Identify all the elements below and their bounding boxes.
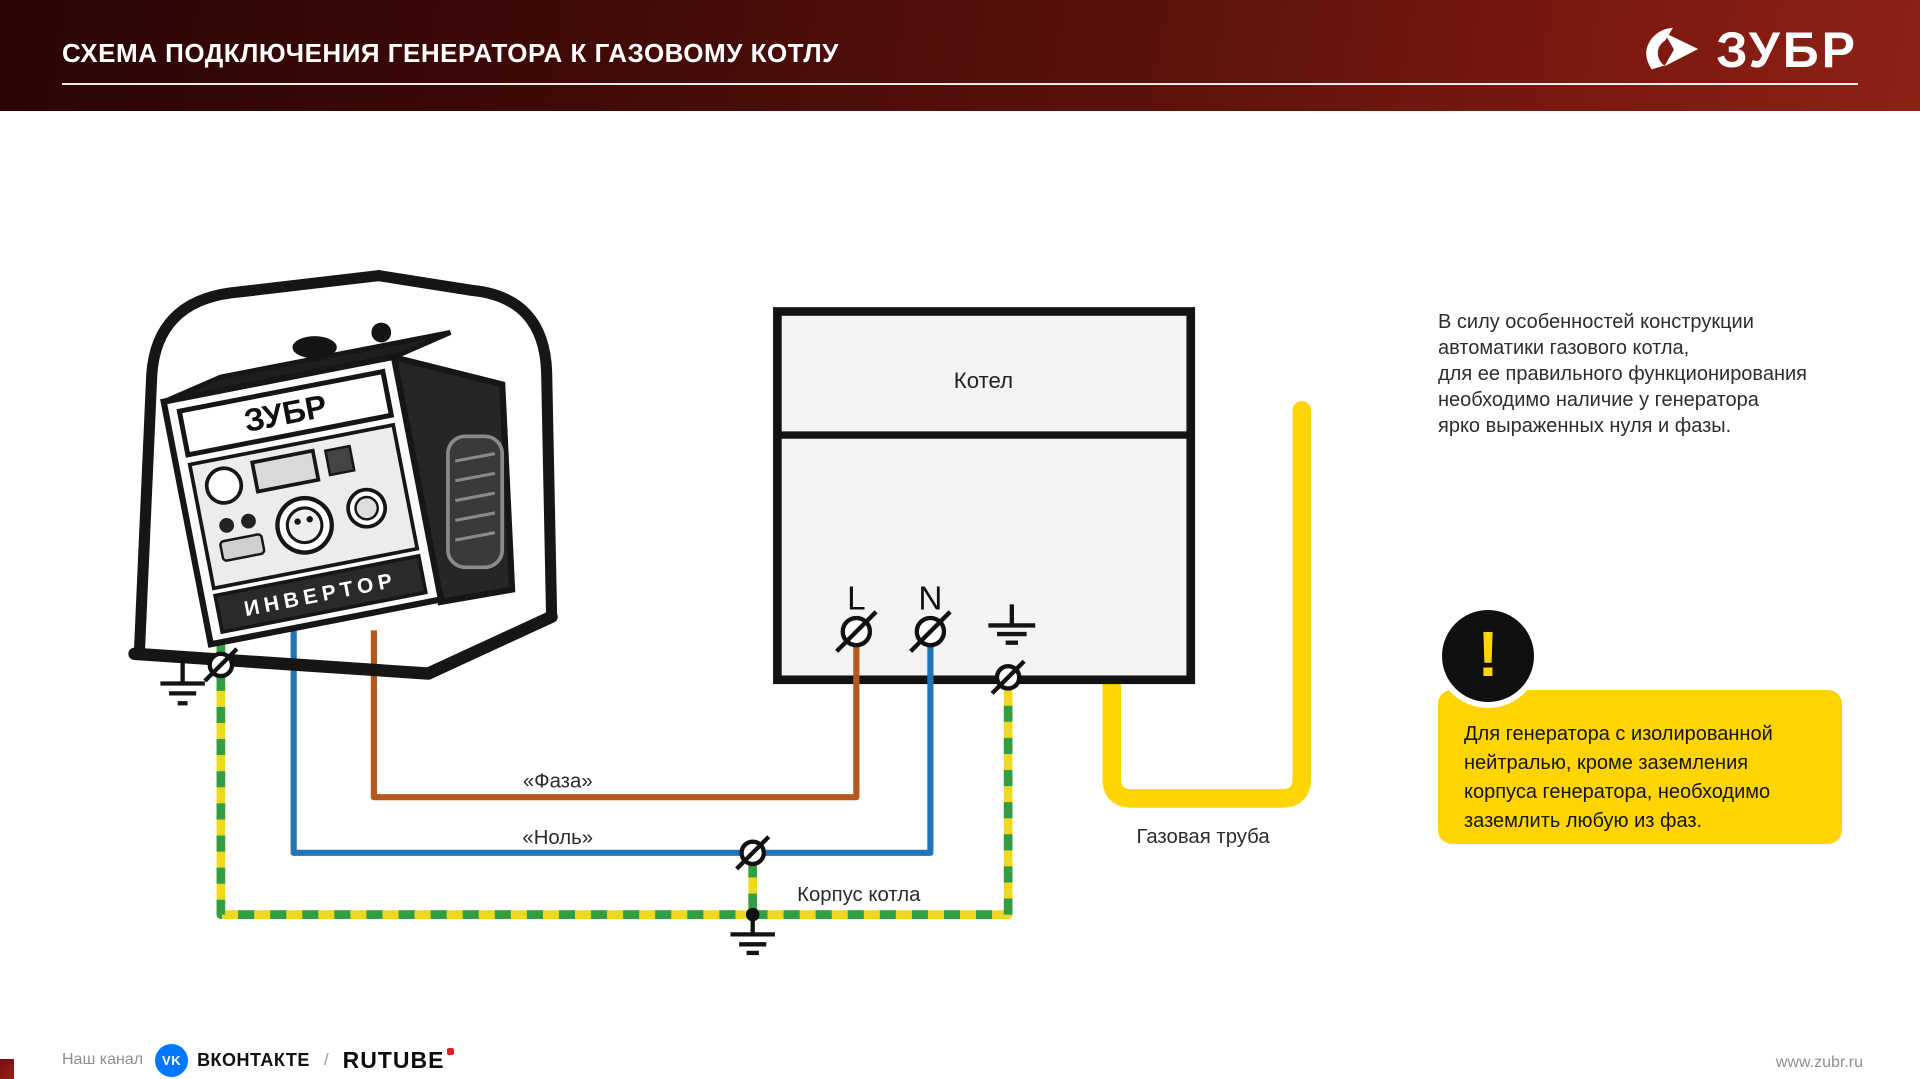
- ground-wire: [216, 642, 1013, 922]
- generator-display: [250, 448, 321, 494]
- terminal-l-label: L: [847, 580, 866, 617]
- gas-pipe: [1102, 401, 1312, 808]
- neutral-wire-label: «Ноль»: [522, 827, 593, 849]
- note-line: В силу особенностей конструкции: [1438, 311, 1754, 333]
- website-link[interactable]: www.zubr.ru: [1775, 1054, 1863, 1071]
- note-text-block: В силу особенностей конструкции автомати…: [1438, 309, 1807, 439]
- warning-exclamation-icon: !: [1442, 610, 1534, 702]
- rutube-text: RUTUBE: [342, 1046, 445, 1073]
- generator-gauge: [204, 466, 244, 505]
- header: СХЕМА ПОДКЛЮЧЕНИЯ ГЕНЕРАТОРА К ГАЗОВОМУ …: [0, 0, 1920, 111]
- zubr-logo-text: ЗУБР: [1716, 22, 1858, 78]
- footer: Наш канал VK ВКОНТАКТЕ / RUTUBE: [62, 1042, 455, 1078]
- rutube-dot: [447, 1047, 455, 1055]
- exclamation-glyph: !: [1477, 618, 1499, 690]
- generator-frame-clamp: [203, 647, 239, 683]
- phase-wire: [370, 630, 860, 801]
- boiler-ground-symbol: [988, 604, 1036, 645]
- note-line: для ее правильного функционирования: [1438, 363, 1808, 385]
- zubr-logo: ЗУБР: [1644, 22, 1858, 78]
- phase-wire-label: «Фаза»: [523, 770, 593, 792]
- note-line: ярко выраженных нуля и фазы.: [1438, 415, 1732, 437]
- boiler-box: Котел L N: [773, 307, 1196, 685]
- terminal-clamp-l: [835, 610, 878, 653]
- vk-link[interactable]: ВКОНТАКТЕ: [197, 1049, 310, 1070]
- generator-vent-grille: [446, 434, 505, 570]
- vk-icon[interactable]: VK: [155, 1043, 189, 1077]
- page-title: СХЕМА ПОДКЛЮЧЕНИЯ ГЕНЕРАТОРА К ГАЗОВОМУ …: [62, 38, 839, 68]
- warning-box: Для генератора с изолированной нейтралью…: [1438, 690, 1842, 844]
- generator-illustration: ЗУБР ИНВЕРТОР: [128, 270, 558, 680]
- neutral-ground-clamp: [735, 835, 771, 871]
- vk-icon-text: VK: [162, 1052, 182, 1068]
- boiler-label: Котел: [954, 368, 1013, 393]
- rutube-link[interactable]: RUTUBE: [343, 1047, 455, 1074]
- generator-earth-symbol: [160, 658, 205, 706]
- warning-text: Для генератора с изолированной нейтралью…: [1464, 723, 1773, 832]
- channel-label: Наш канал: [62, 1051, 144, 1068]
- note-line: необходимо наличие у генератора: [1438, 389, 1759, 411]
- gas-pipe-label: Газовая труба: [1136, 826, 1270, 848]
- zubr-arrow-icon: [1646, 27, 1699, 70]
- boiler-case-label: Корпус котла: [797, 884, 921, 906]
- footer-separator: /: [323, 1050, 329, 1069]
- terminal-n-label: N: [918, 580, 942, 617]
- header-underline: [62, 83, 1858, 85]
- terminal-clamp-n: [909, 610, 952, 653]
- boiler-ground-clamp: [990, 659, 1026, 695]
- case-earth-symbol: [730, 919, 775, 956]
- junction-dot: [745, 907, 760, 922]
- note-line: автоматики газового котла,: [1438, 337, 1690, 359]
- neutral-wire: [290, 630, 934, 856]
- corner-accent: [0, 1059, 14, 1079]
